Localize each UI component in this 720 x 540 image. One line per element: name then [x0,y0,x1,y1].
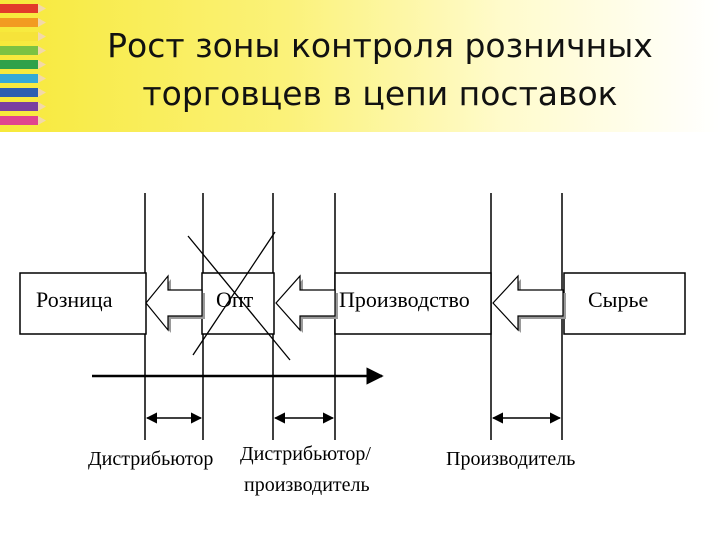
flow-arrow-2 [275,274,338,333]
stage-label-production: Производство [339,287,470,312]
pencils-decoration-icon [0,4,46,125]
zone-label-distributor-manufacturer-1: Дистрибьютор/ [240,443,371,465]
supply-chain-diagram: Розница Опт Производство Сырье Дистрибью… [19,193,686,496]
stage-label-raw: Сырье [588,287,648,312]
title-line-2: торговцев в цепи поставок [142,74,618,113]
zone-label-distributor: Дистрибьютор [88,448,213,470]
zone-label-manufacturer: Производитель [446,448,575,470]
zone-label-distributor-manufacturer-2: производитель [244,474,370,496]
stage-label-retail: Розница [36,287,113,312]
flow-arrow-3 [492,274,566,333]
title-band [0,0,720,132]
flow-arrow-1 [145,274,205,333]
page-title: Рост зоны контроля розничных торговцев в… [50,22,710,118]
wholesale-cross-out [187,231,291,361]
stage-box-raw [563,272,686,335]
stage-box-production [334,272,492,335]
title-line-1: Рост зоны контроля розничных [107,26,653,65]
stage-label-wholesale: Опт [216,287,254,312]
